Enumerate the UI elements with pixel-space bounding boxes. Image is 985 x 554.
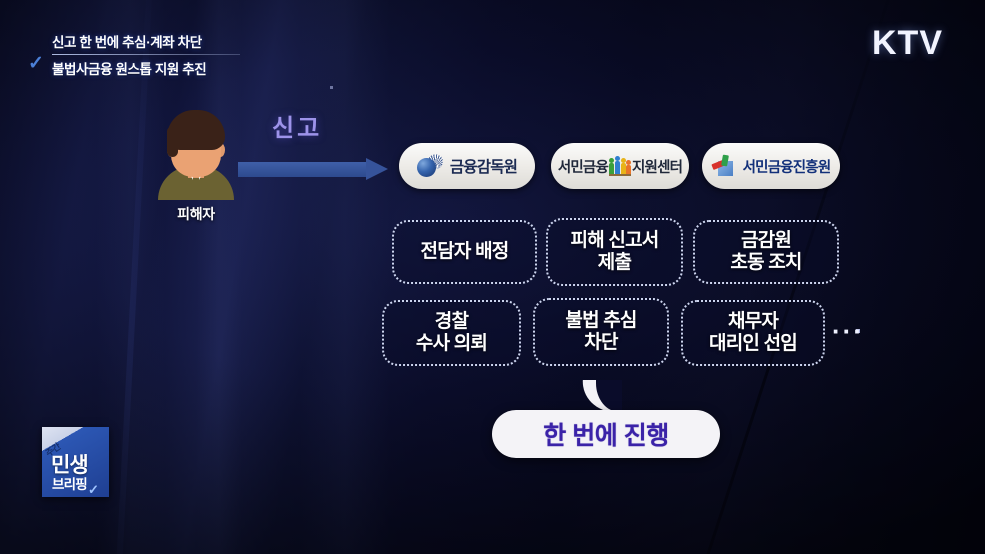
- program-badge-check-icon: ✓: [88, 482, 99, 497]
- action-box-submit-report: 피해 신고서 제출: [546, 218, 683, 286]
- action-box-text: 전담자 배정: [415, 241, 515, 263]
- action-box-text: 채무자 대리인 선임: [703, 311, 803, 356]
- agency-pill-kinfa: 서민금융진흥원: [702, 143, 840, 189]
- action-box-assign-handler: 전담자 배정: [392, 220, 537, 284]
- avatar: [150, 105, 242, 200]
- action-line-2: 수사 의뢰: [415, 333, 488, 354]
- channel-logo: KTV: [872, 24, 943, 62]
- program-badge-subtitle: 브리핑: [52, 477, 88, 492]
- kinfa-mark-icon: [710, 154, 736, 177]
- agency-name: 서민금융진흥원: [742, 159, 832, 176]
- action-line-1: 금감원: [740, 229, 792, 251]
- more-items-ellipsis: ···: [832, 316, 864, 346]
- callout-bubble: 한 번에 진행: [492, 380, 720, 458]
- callout-bubble-body: 한 번에 진행: [492, 410, 720, 458]
- program-badge-title: 민생: [51, 454, 89, 477]
- action-line-1: 불법 추심: [565, 309, 637, 331]
- callout-text: 한 번에 진행: [543, 422, 669, 450]
- program-badge-inner: 주간 민생 브리핑 ✓: [42, 427, 109, 497]
- background-sparkle-2: [330, 86, 333, 89]
- action-line-2: 초동 조치: [730, 252, 802, 273]
- arrow-head: [366, 158, 388, 180]
- arrow-shaft: [238, 162, 368, 177]
- headline-block: ✓ 신고 한 번에 추심·계좌 차단 불법사금융 원스톱 지원 추진: [28, 31, 268, 78]
- action-box-debtor-agent: 채무자 대리인 선임: [681, 300, 825, 366]
- agency-pill-support-center: 서민금융 지원센터: [551, 143, 689, 189]
- action-box-police-investigation: 경찰 수사 의뢰: [382, 300, 521, 366]
- avatar-hair-side: [167, 127, 178, 157]
- background-sparkle-1: [856, 329, 860, 333]
- agency-name: 서민금융: [557, 159, 609, 176]
- victim-figure: 피해자: [150, 105, 242, 224]
- agency-name-suffix: 지원센터: [632, 159, 683, 176]
- headline-line-1: 신고 한 번에 추심·계좌 차단: [52, 35, 202, 50]
- program-badge: 주간 민생 브리핑 ✓: [42, 427, 109, 497]
- action-box-block-illegal-collection: 불법 추심 차단: [533, 298, 669, 366]
- action-box-text: 불법 추심 차단: [559, 310, 642, 355]
- action-box-text: 금감원 초동 조치: [724, 230, 807, 275]
- action-line-2: 제출: [597, 252, 632, 273]
- action-line-1: 경찰: [434, 310, 469, 332]
- people-group-icon: [609, 156, 631, 176]
- check-icon: ✓: [28, 53, 44, 74]
- action-line-1: 전담자 배정: [420, 240, 510, 262]
- action-box-fss-initial-measure: 금감원 초동 조치: [693, 220, 839, 284]
- action-line-2: 차단: [584, 332, 618, 353]
- agency-name: 금융감독원: [449, 159, 518, 176]
- action-line-2: 대리인 선임: [709, 333, 798, 354]
- headline-line-2: 불법사금융 원스톱 지원 추진: [52, 62, 207, 77]
- action-line-1: 채무자: [727, 310, 779, 332]
- victim-label: 피해자: [177, 206, 215, 222]
- action-line-1: 피해 신고서: [570, 229, 660, 251]
- arrow-label: 신고: [272, 115, 323, 142]
- flow-arrow-icon: [238, 158, 396, 180]
- action-box-text: 피해 신고서 제출: [565, 230, 665, 275]
- headline-divider: [52, 54, 240, 55]
- fss-sphere-icon: [416, 154, 443, 178]
- avatar-hair-fringe: [176, 131, 220, 147]
- action-box-text: 경찰 수사 의뢰: [410, 311, 493, 356]
- agency-pill-fss: 금융감독원: [399, 143, 535, 189]
